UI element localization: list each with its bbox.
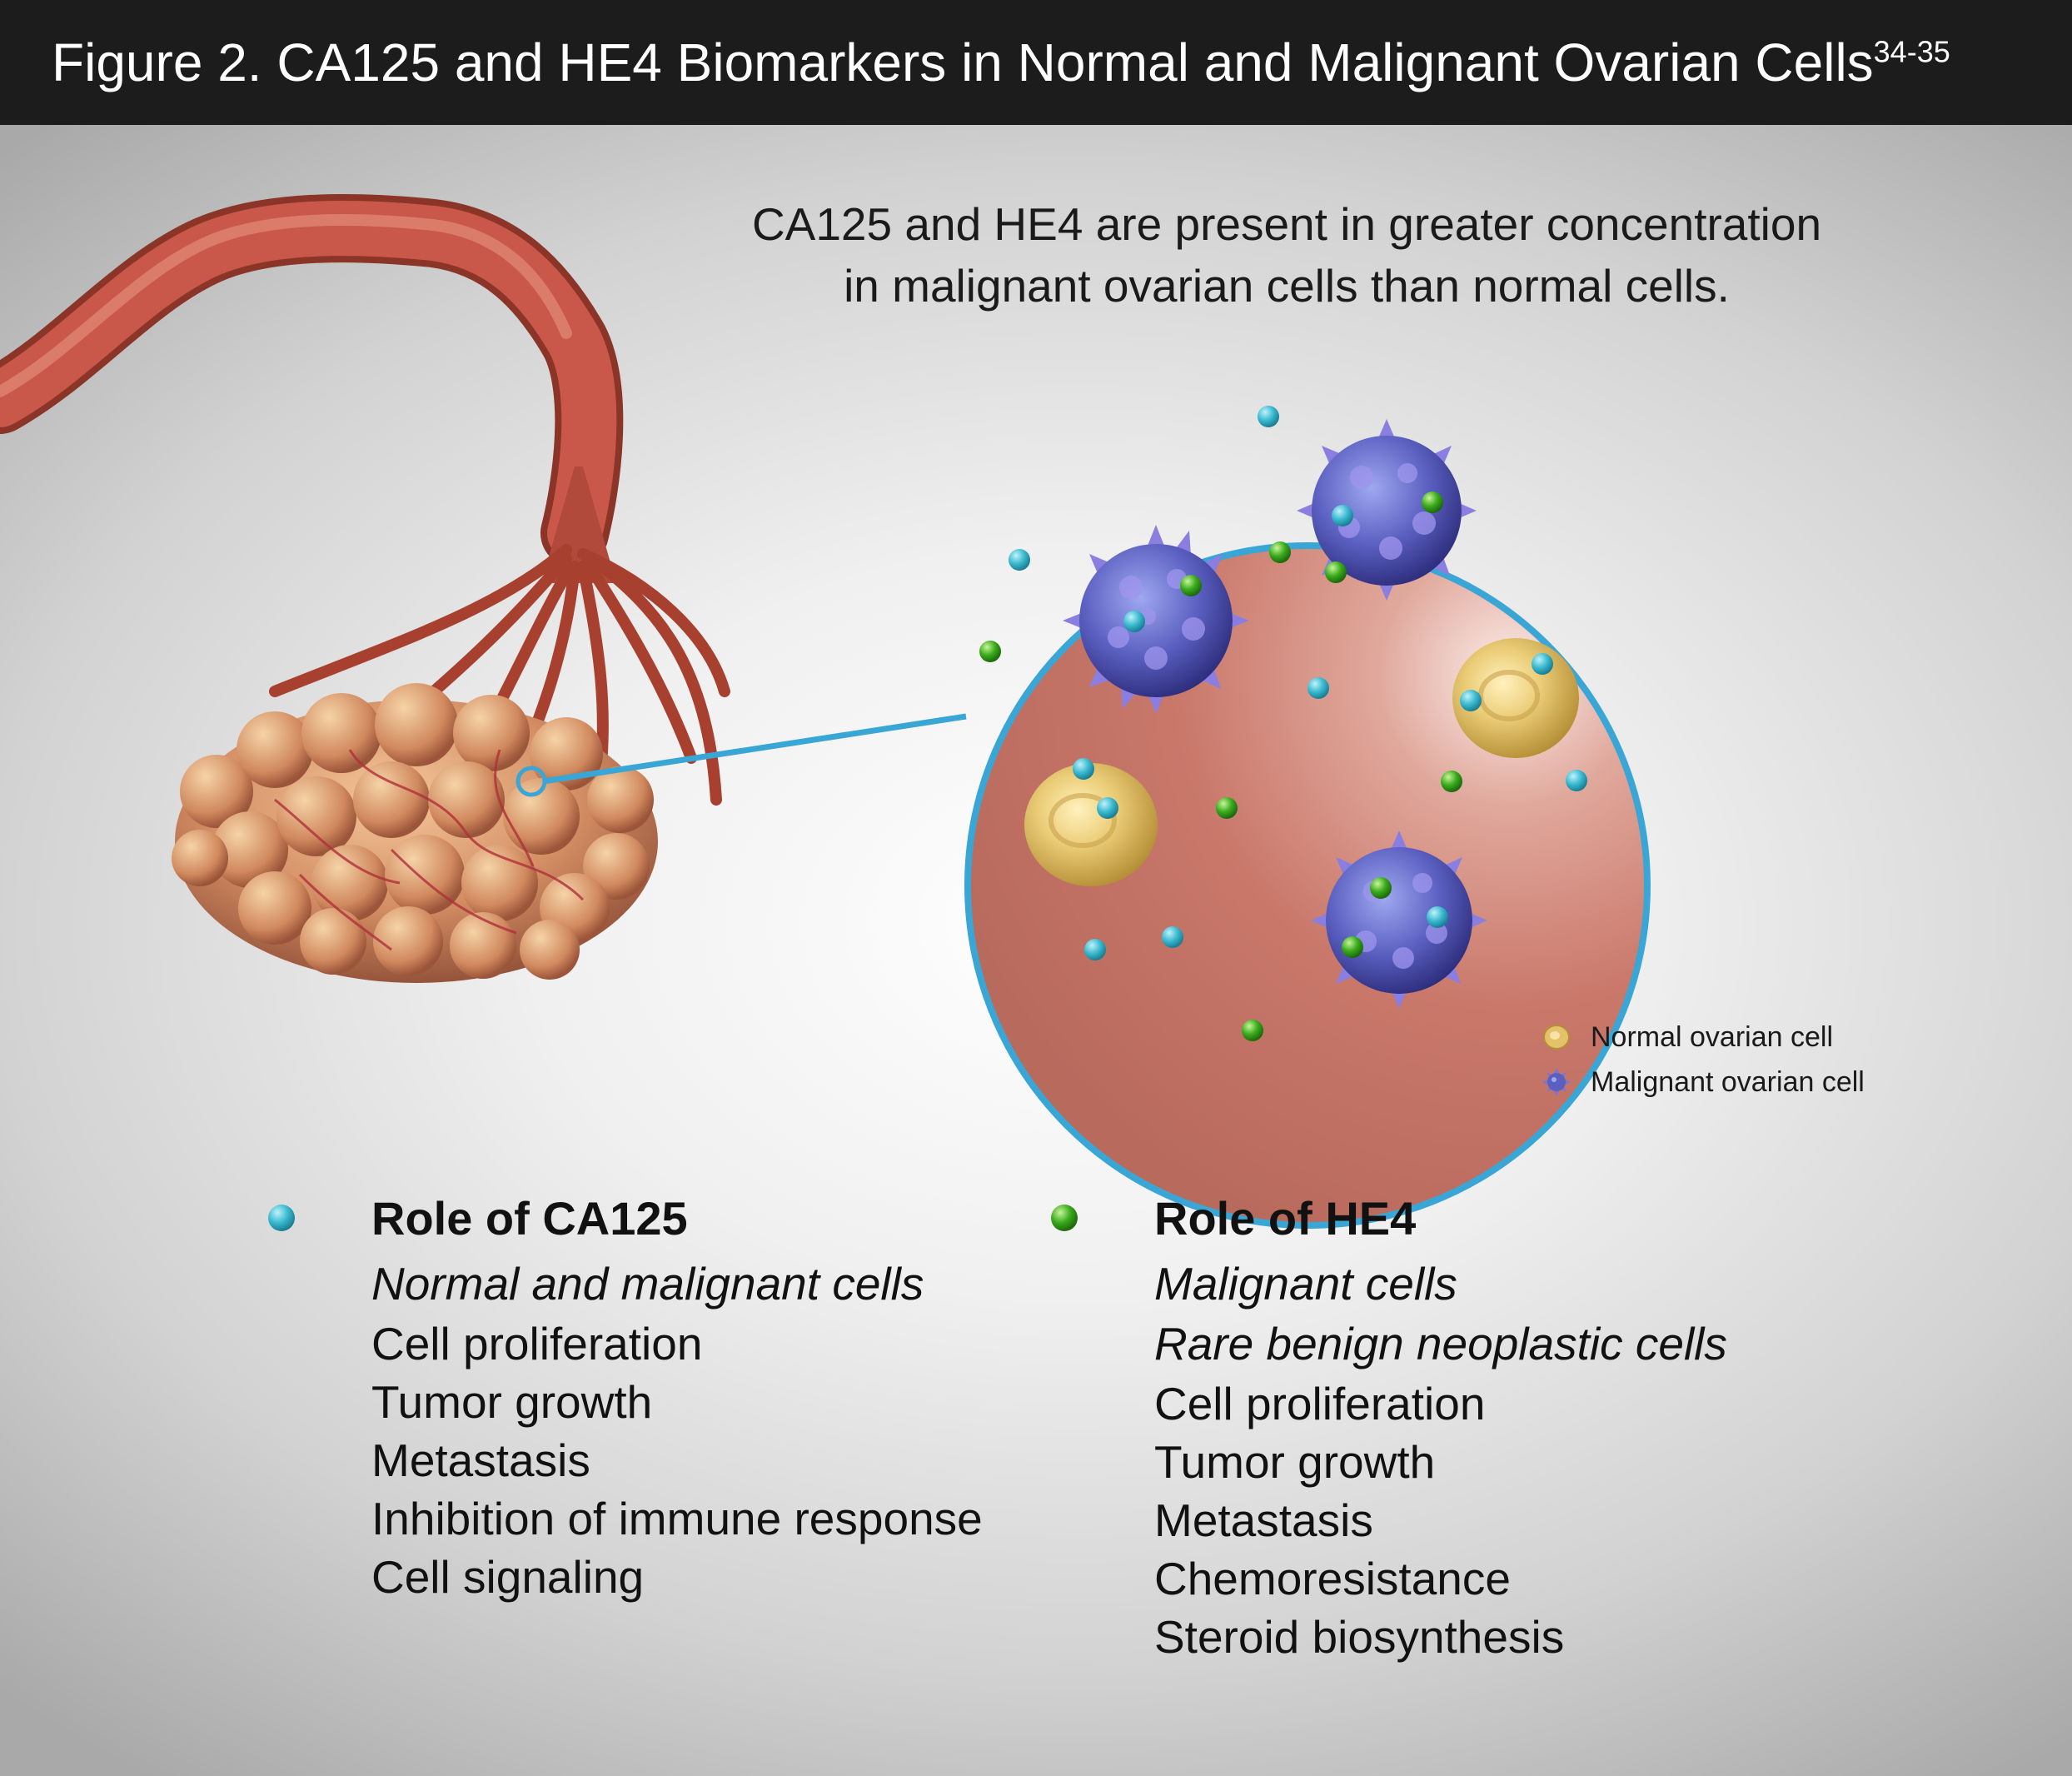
zoom-connector-line xyxy=(542,713,967,785)
magnified-view xyxy=(964,406,1651,1229)
malignant-cell-icon xyxy=(1542,1068,1571,1096)
ca125-heading: Role of CA125 xyxy=(268,1183,983,1253)
list-item: Cell proliferation xyxy=(1154,1378,1486,1429)
list-item: Metastasis xyxy=(1154,1494,1373,1546)
he4-marker-icon xyxy=(1051,1205,1078,1231)
zoom-origin-marker xyxy=(516,766,547,797)
headline: CA125 and HE4 are present in greater con… xyxy=(683,193,1890,317)
ca125-marker-icon xyxy=(268,1205,295,1231)
list-item: Cell proliferation xyxy=(371,1318,703,1369)
he4-subheading: Malignant cells xyxy=(1154,1258,1457,1310)
legend-label-normal: Normal ovarian cell xyxy=(1591,1020,1833,1053)
headline-line-1: CA125 and HE4 are present in greater con… xyxy=(751,198,1822,250)
malignant-cell xyxy=(1311,831,1487,1009)
legend-item-malignant: Malignant ovarian cell xyxy=(1542,1060,1865,1105)
he4-title: Role of HE4 xyxy=(1154,1191,1417,1245)
list-item: Inhibition of immune response xyxy=(371,1493,983,1544)
normal-cell xyxy=(1024,763,1158,886)
figure-title-text: Figure 2. CA125 and HE4 Biomarkers in No… xyxy=(52,32,1874,92)
normal-cell-icon xyxy=(1543,1025,1570,1050)
he4-role-section: Role of HE4 Malignant cells Rare benign … xyxy=(1051,1183,1727,1666)
he4-markers xyxy=(979,491,1462,1041)
list-item: Steroid biosynthesis xyxy=(1154,1611,1565,1663)
list-item: Metastasis xyxy=(371,1434,590,1486)
fallopian-tube xyxy=(0,194,624,583)
list-item: Chemoresistance xyxy=(1154,1553,1511,1604)
list-item: Cell signaling xyxy=(371,1551,645,1603)
headline-line-2: in malignant ovarian cells than normal c… xyxy=(844,260,1730,312)
ca125-role-section: Role of CA125 Normal and malignant cells… xyxy=(268,1183,983,1606)
fimbriae xyxy=(269,544,730,806)
list-item: Tumor growth xyxy=(1154,1436,1436,1488)
list-item: Tumor growth xyxy=(371,1376,653,1428)
malignant-cell xyxy=(1297,419,1477,601)
ca125-markers xyxy=(1009,406,1587,960)
ovary xyxy=(172,683,658,983)
legend-label-malignant: Malignant ovarian cell xyxy=(1591,1065,1865,1098)
ca125-subheading: Normal and malignant cells xyxy=(371,1258,924,1310)
he4-subheading: Rare benign neoplastic cells xyxy=(1154,1318,1727,1369)
legend-item-normal: Normal ovarian cell xyxy=(1542,1015,1865,1060)
figure-title: Figure 2. CA125 and HE4 Biomarkers in No… xyxy=(52,32,1950,93)
he4-heading: Role of HE4 xyxy=(1051,1183,1727,1253)
ca125-title: Role of CA125 xyxy=(371,1191,688,1245)
legend: Normal ovarian cell Malignant ovarian ce… xyxy=(1542,1015,1865,1105)
title-bar: Figure 2. CA125 and HE4 Biomarkers in No… xyxy=(0,0,2072,125)
figure-title-superscript: 34-35 xyxy=(1873,34,1950,69)
